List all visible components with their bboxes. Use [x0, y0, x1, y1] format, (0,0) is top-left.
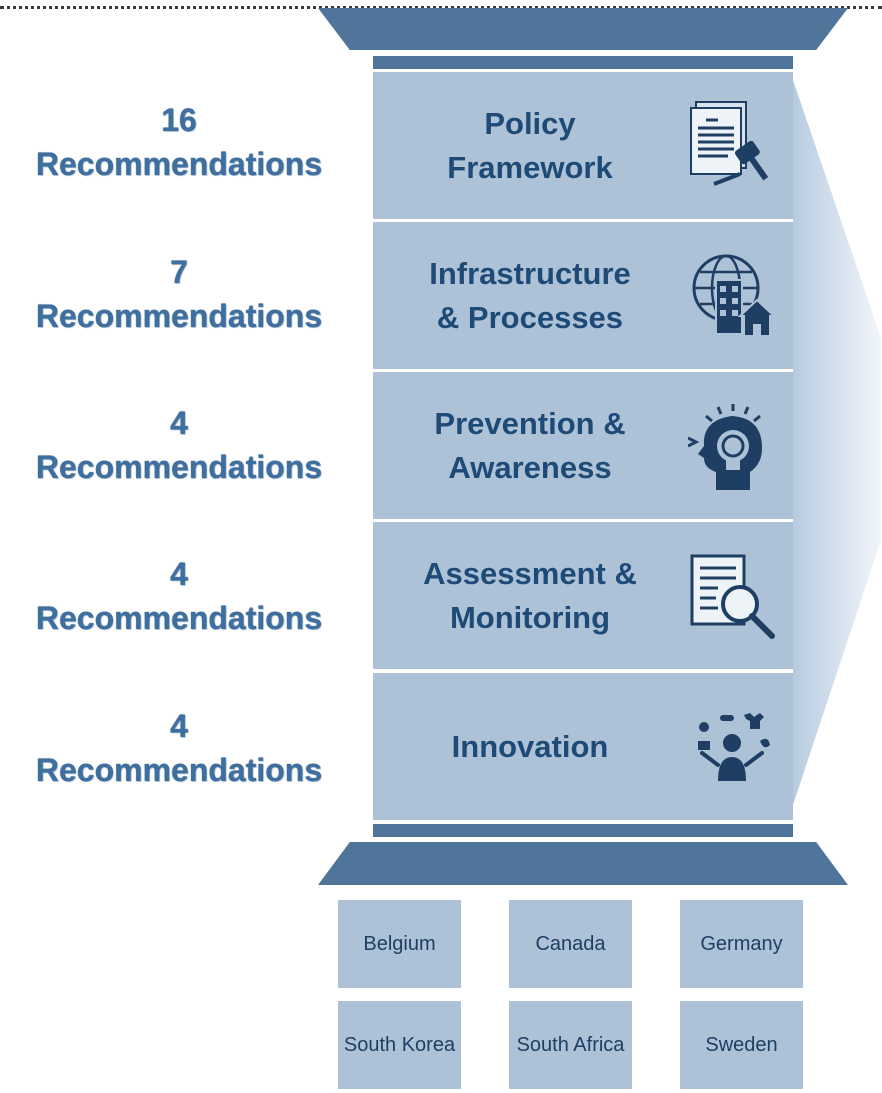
country-canada: Canada: [509, 900, 632, 988]
country-south-africa: South Africa: [509, 1001, 632, 1089]
document-magnifier-icon: [690, 554, 775, 639]
head-lightbulb-icon: [688, 404, 762, 490]
country-belgium: Belgium: [338, 900, 461, 988]
person-juggling-icon: [698, 713, 770, 781]
band-title-innovation: Innovation: [451, 729, 609, 764]
dotted-top-border: [0, 6, 882, 9]
band-title-prevention: Prevention &Awareness: [434, 406, 626, 485]
country-germany: Germany: [680, 900, 803, 988]
pillar-top-bar: [373, 56, 793, 69]
pillar-bottom-bar: [373, 824, 793, 837]
callout-wedge: [793, 80, 881, 805]
globe-buildings-icon: [692, 254, 776, 337]
country-south-korea: South Korea: [338, 1001, 461, 1089]
country-sweden: Sweden: [680, 1001, 803, 1089]
band-innovation: [373, 673, 793, 820]
pillar-capital: [318, 8, 848, 50]
band-title-assessment: Assessment &Monitoring: [423, 556, 637, 635]
band-title-infrastructure: Infrastructure& Processes: [429, 256, 631, 335]
pillar-base: [318, 842, 848, 885]
policy-document-gavel-icon: [690, 101, 769, 186]
